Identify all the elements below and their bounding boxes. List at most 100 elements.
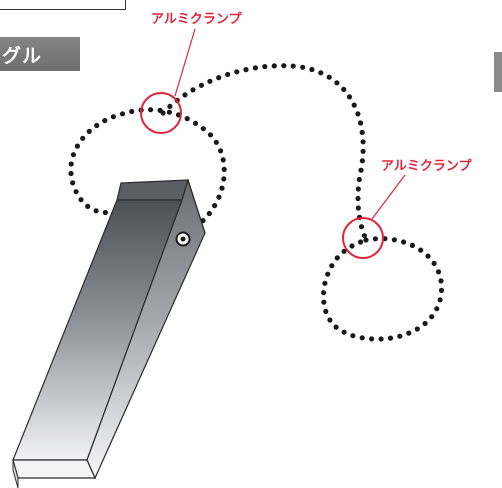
cable-dot xyxy=(333,324,339,330)
cable-dot xyxy=(355,195,361,202)
cable-dot xyxy=(252,65,258,71)
cable-dot xyxy=(359,158,365,164)
cable-dot xyxy=(422,320,428,327)
cable-dot xyxy=(218,148,224,154)
section-title: グル xyxy=(2,44,43,67)
cable-dot xyxy=(325,271,331,277)
cable-dot xyxy=(329,263,335,269)
cable-dot xyxy=(213,139,219,145)
cable-dot xyxy=(355,205,361,211)
cable-dot xyxy=(129,108,135,115)
cable-dot xyxy=(80,135,86,141)
cable-dot xyxy=(212,203,218,209)
cable-dot xyxy=(234,69,240,75)
cable-dot xyxy=(102,209,108,216)
cable-dot xyxy=(358,239,364,245)
cable-dot xyxy=(360,148,366,154)
arm-edge xyxy=(187,179,206,234)
cable-dot xyxy=(334,80,340,86)
cable-dotted-path xyxy=(68,63,445,342)
cable-dot xyxy=(438,287,445,293)
cable-dot xyxy=(401,239,407,245)
cable-dot xyxy=(70,152,76,158)
cable-dot xyxy=(219,185,225,191)
cable-dot xyxy=(356,176,362,183)
cable-dot xyxy=(346,94,353,100)
cable-dot xyxy=(200,126,206,132)
cable-dot xyxy=(341,248,347,254)
cable-dot xyxy=(414,326,420,332)
cable-dot xyxy=(262,64,268,70)
callout-leader xyxy=(174,28,196,97)
cable-dot xyxy=(431,260,437,266)
cable-dot xyxy=(206,210,212,217)
cable-dot xyxy=(207,78,213,84)
cable-dot xyxy=(397,333,403,339)
cable-dot xyxy=(349,243,355,249)
aluminum-arm xyxy=(12,177,206,488)
cable-dot xyxy=(216,75,222,81)
cable-dot xyxy=(435,269,442,275)
cable-dot xyxy=(221,176,227,182)
arm-end-face xyxy=(12,459,19,488)
cable-dot xyxy=(321,290,327,296)
callout-leader xyxy=(371,174,406,220)
cable-dot xyxy=(322,280,328,286)
arm-side-face xyxy=(86,177,206,480)
cable-dot xyxy=(68,170,74,177)
cable-dot xyxy=(290,63,296,69)
cable-dot xyxy=(220,157,226,163)
callout-circle xyxy=(342,217,384,259)
cable-dot xyxy=(68,161,74,167)
cable-dot xyxy=(429,314,435,320)
cable-dot xyxy=(360,139,366,145)
cable-dot xyxy=(387,335,394,341)
cable-dot xyxy=(409,242,415,248)
cable-dot xyxy=(182,92,188,98)
cable-dot xyxy=(438,278,444,284)
callout-2 xyxy=(342,174,406,259)
cable-dot xyxy=(73,189,79,195)
cable-dot xyxy=(355,186,361,192)
callout-circle xyxy=(140,92,182,134)
cable-dot xyxy=(359,129,365,135)
cable-dot xyxy=(351,102,357,108)
cable-dot xyxy=(358,224,365,230)
cable-dot xyxy=(327,317,333,323)
cable-dot xyxy=(192,120,199,126)
cable-dot xyxy=(102,118,108,124)
arm-top-face xyxy=(116,179,189,201)
cable-dot xyxy=(93,208,99,214)
cable-dot xyxy=(341,329,347,335)
pivot-bolt-center xyxy=(180,236,186,242)
cable-dot xyxy=(166,109,172,115)
cable-dot xyxy=(243,67,249,73)
cable-dot xyxy=(221,166,227,172)
cable-dot xyxy=(207,132,214,138)
cable-dot xyxy=(363,237,369,243)
cable-dot xyxy=(148,107,154,113)
cable-dot xyxy=(418,247,424,253)
cable-dot xyxy=(359,335,365,341)
callout-1 xyxy=(140,28,196,134)
cable-dot xyxy=(74,143,80,149)
cable-dot xyxy=(323,308,329,314)
cable-dot xyxy=(271,63,277,69)
callout-label: アルミクランプ xyxy=(381,159,472,174)
cable-dot xyxy=(216,194,222,200)
cable-dot xyxy=(372,236,378,242)
cable-dot xyxy=(321,299,327,305)
cable-dot xyxy=(369,336,375,342)
next-section-tab xyxy=(494,52,502,92)
cable-dot xyxy=(425,253,431,259)
cable-dot xyxy=(110,114,116,120)
cable-dot xyxy=(326,74,332,80)
cable-dot xyxy=(391,237,397,243)
cable-dot xyxy=(94,122,100,129)
cable-dot xyxy=(167,103,173,109)
cable-dot xyxy=(184,116,190,122)
cable-dot xyxy=(341,86,347,92)
cable-dot xyxy=(318,70,324,76)
